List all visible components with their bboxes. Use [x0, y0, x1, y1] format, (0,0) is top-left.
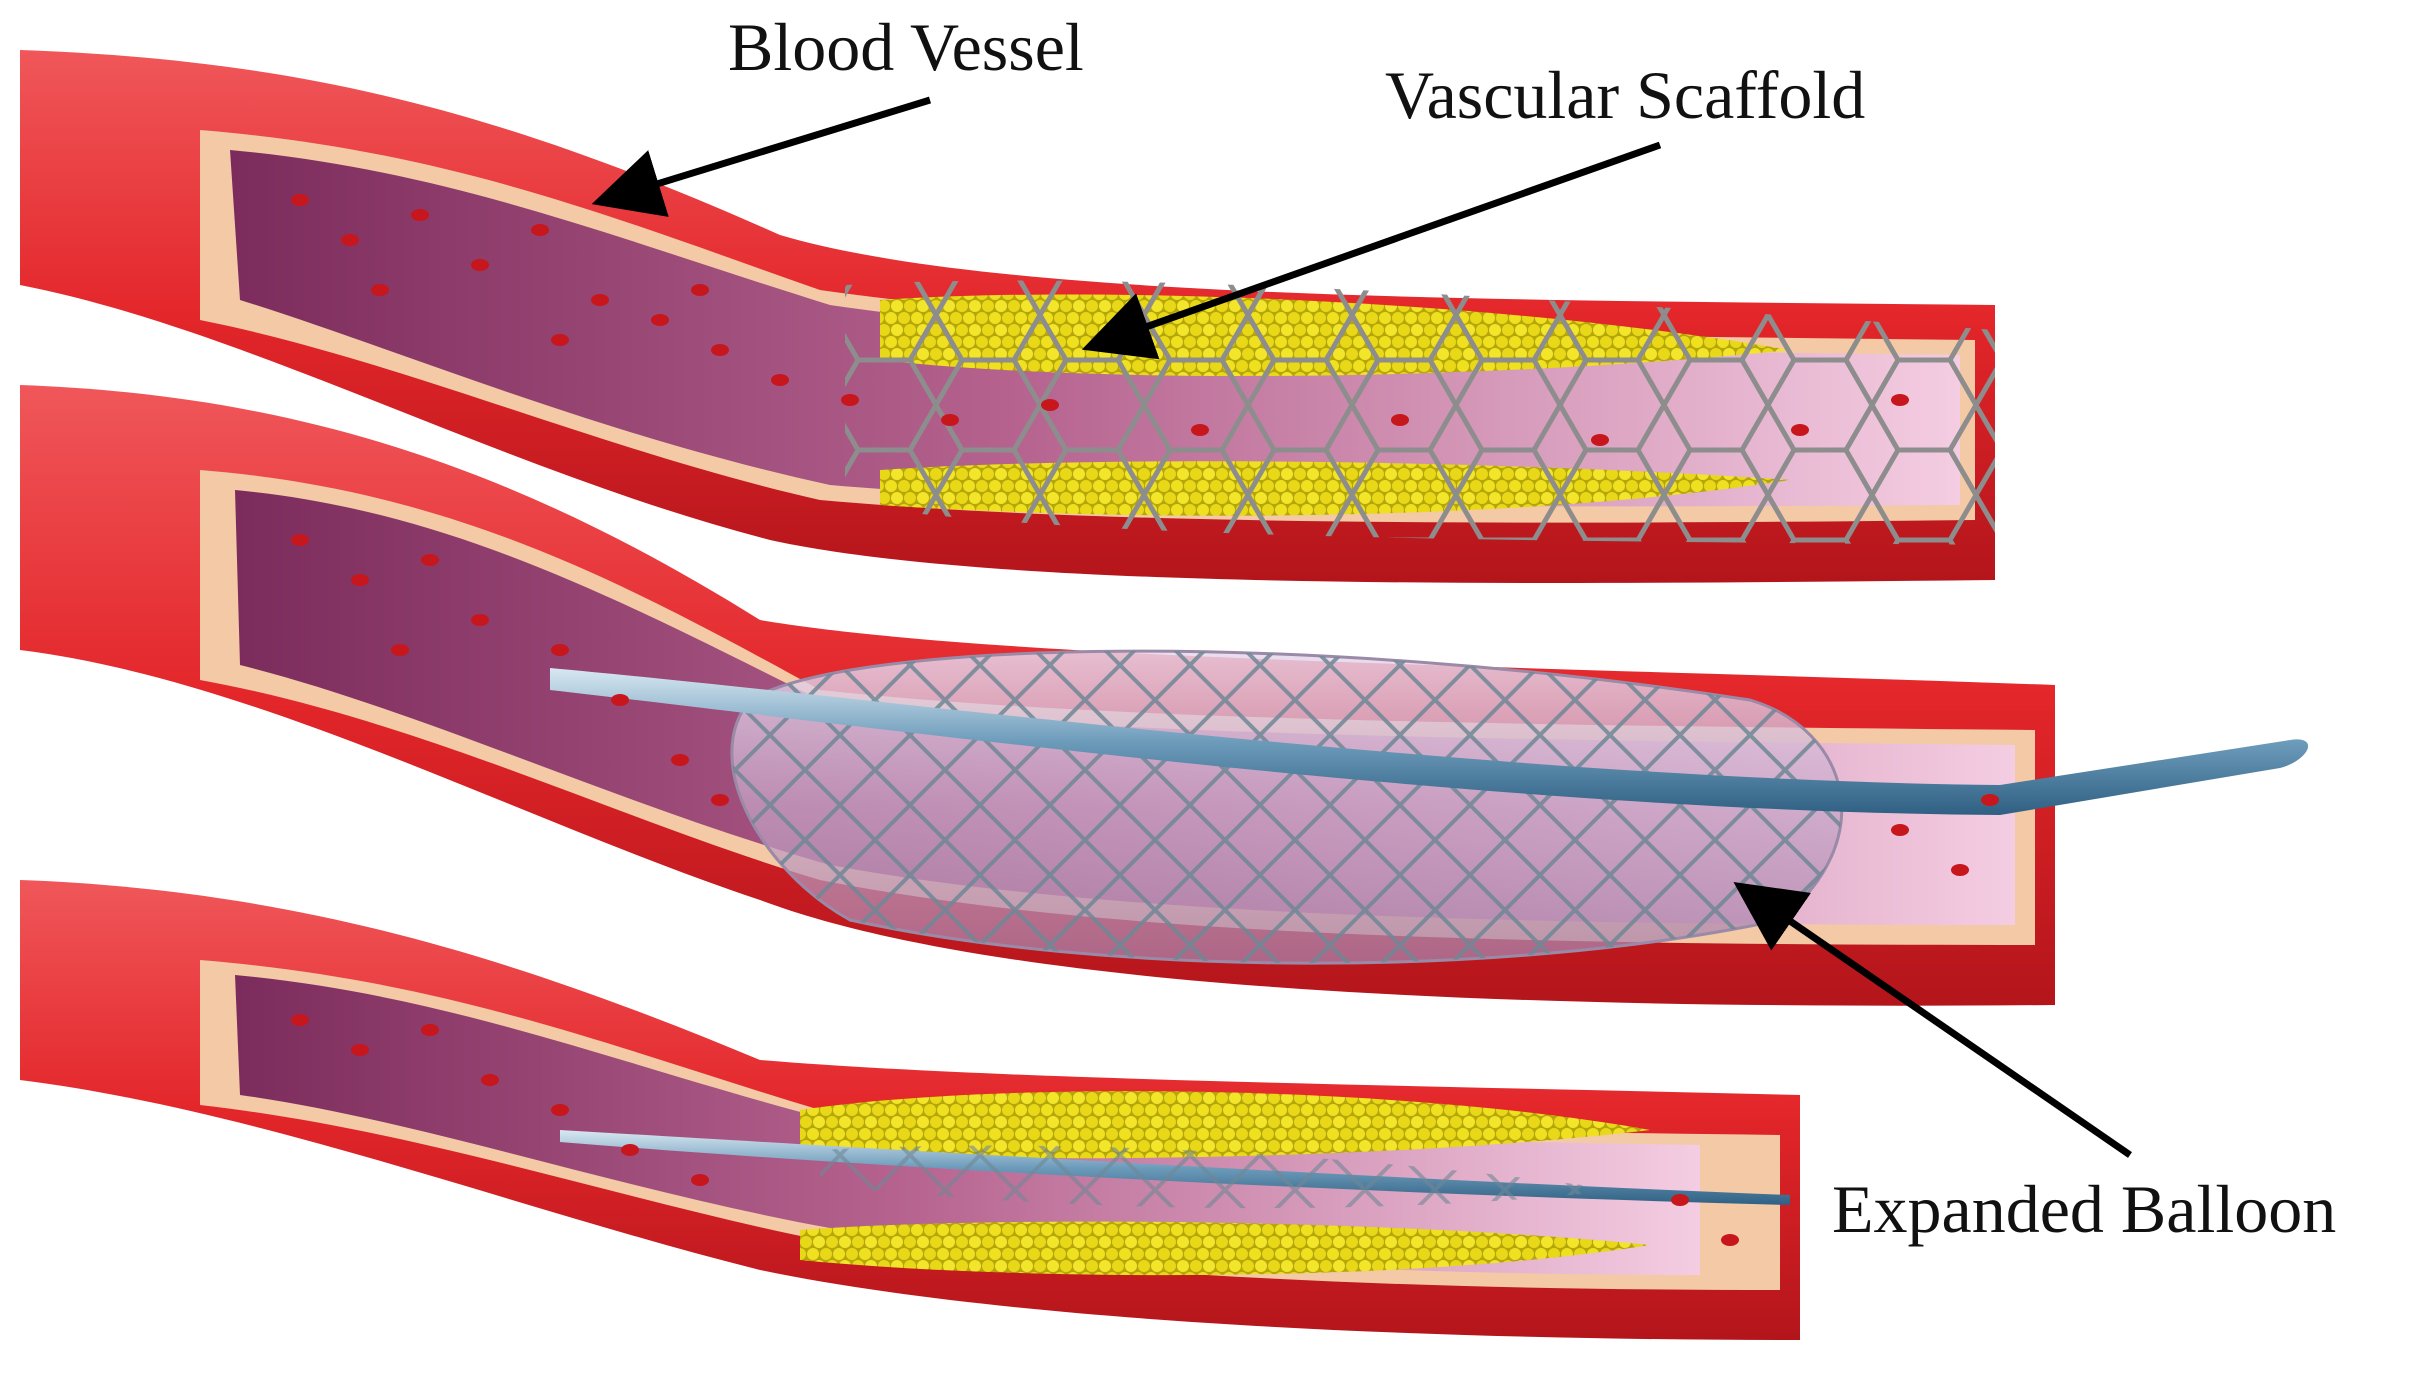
- arrow-vascular-scaffold: [1081, 141, 1662, 360]
- arrow-blood-vessel: [591, 96, 932, 217]
- catheter-middle: [550, 668, 2309, 815]
- blood-cells-middle: [291, 534, 1999, 876]
- label-expanded-balloon: Expanded Balloon: [1832, 1171, 2336, 1247]
- label-blood-vessel: Blood Vessel: [728, 9, 1084, 85]
- vessel-top: [20, 50, 1995, 584]
- balloon-stent-mesh: [731, 651, 1842, 964]
- arrow-expanded-balloon: [1733, 882, 2132, 1158]
- plaque-bottom-upper: [800, 1091, 1650, 1159]
- plaque-bottom-lower: [800, 1221, 1650, 1276]
- blood-cells-top: [291, 194, 1909, 446]
- blood-cells-bottom: [291, 1014, 1739, 1246]
- annotation-arrows: [591, 96, 2132, 1158]
- vessel-middle: [20, 385, 2309, 1006]
- crimped-balloon: [820, 1145, 1620, 1209]
- vascular-scaffold: [845, 280, 1995, 545]
- vessel-bottom: [20, 880, 1800, 1340]
- label-vascular-scaffold: Vascular Scaffold: [1385, 57, 1865, 133]
